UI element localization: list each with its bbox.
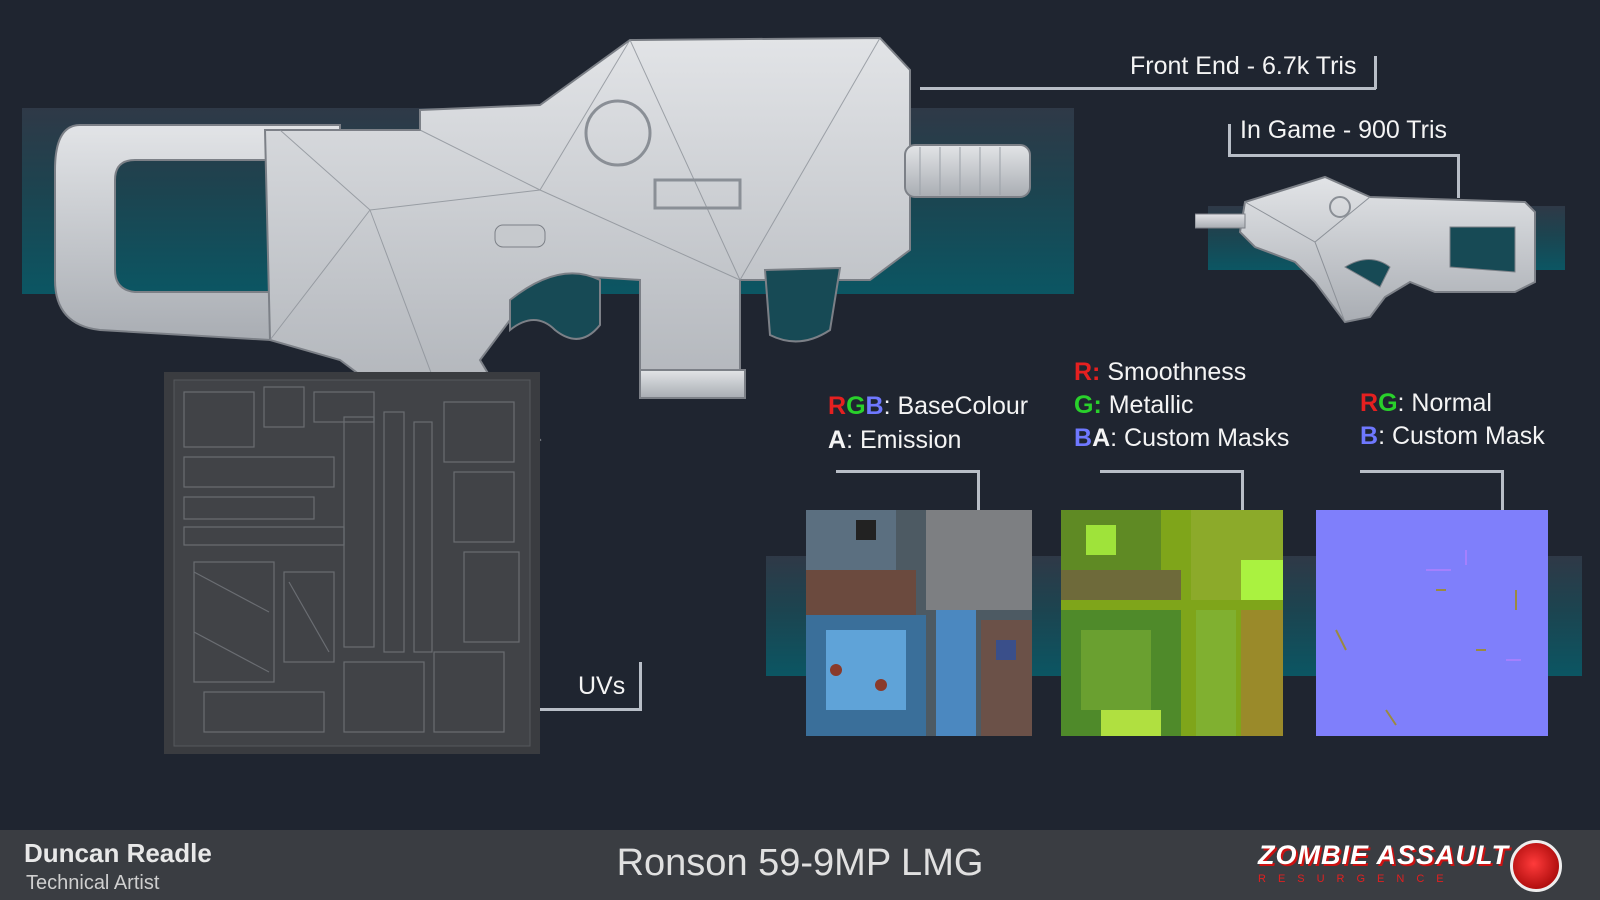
in-game-leader-bar (1228, 154, 1460, 158)
smoothness-text: Smoothness (1100, 358, 1247, 386)
in-game-leader (1228, 124, 1232, 154)
metallic-text: Metallic (1101, 391, 1194, 419)
in-game-weapon-render (1195, 175, 1536, 324)
channel-g: G (846, 392, 866, 420)
trigger-guard-cutout (509, 272, 601, 340)
normal-leader (1360, 470, 1504, 474)
emission-label: A: Emission (828, 426, 961, 455)
asset-title: Ronson 59-9MP LMG (616, 842, 984, 884)
mask-texture-map (1061, 510, 1283, 736)
game-logo-title: ZOMBIE ASSAULT (1258, 840, 1509, 870)
game-logo: ZOMBIE ASSAULT RESURGENCE (1258, 840, 1509, 896)
in-game-leader-drop (1457, 154, 1461, 198)
presentation-canvas: Front End - 6.7k Tris In Game - 900 Tris (22, 36, 1582, 754)
front-end-leader (920, 86, 1376, 90)
custom-masks-text: : Custom Masks (1110, 424, 1290, 452)
mask-leader-drop (1241, 470, 1245, 510)
front-grip-cutout (763, 266, 842, 343)
channel-r: R (828, 392, 847, 420)
channel-a: A (828, 426, 847, 454)
smoothness-label: R: Smoothness (1074, 358, 1246, 387)
mask-channel-g: G: (1074, 391, 1102, 419)
uvs-label: UVs (578, 672, 626, 700)
front-end-leader-tick (1373, 56, 1377, 89)
custom-mask-label: B: Custom Mask (1360, 422, 1545, 451)
ejection-slot (653, 178, 742, 210)
game-logo-subtitle: RESURGENCE (1258, 873, 1456, 885)
basecolour-leader-drop (977, 470, 981, 510)
artist-role: Technical Artist (26, 872, 160, 894)
front-end-label: Front End - 6.7k Tris (1130, 52, 1357, 80)
normal-text: : Normal (1397, 389, 1492, 417)
uv-layout-panel (164, 372, 540, 754)
studio-emblem-icon (1510, 840, 1562, 892)
basecolour-text: : BaseColour (883, 392, 1029, 420)
footer-bar: Duncan Readle Technical Artist Ronson 59… (0, 830, 1600, 900)
muzzle (904, 144, 1031, 198)
mask-leader (1100, 470, 1244, 474)
custom-mask-text: : Custom Mask (1378, 422, 1545, 450)
mask-channel-b: B (1074, 424, 1093, 452)
custom-masks-label: BA: Custom Masks (1074, 424, 1289, 453)
basecolour-label: RGB: BaseColour (828, 392, 1028, 421)
mask-channel-a: A (1092, 424, 1111, 452)
basecolour-texture-map (806, 510, 1032, 736)
receiver-port (584, 99, 652, 167)
in-game-label: In Game - 900 Tris (1240, 116, 1448, 144)
normal-channel-b: B (1360, 422, 1379, 450)
normal-label: RG: Normal (1360, 389, 1492, 418)
artist-name: Duncan Readle (24, 838, 212, 868)
magazine-base (639, 369, 746, 399)
uvs-leader-tick (639, 662, 643, 708)
selector-switch (494, 224, 546, 248)
normal-channel-g: G (1378, 389, 1398, 417)
uv-islands (173, 379, 531, 747)
normal-texture-map (1316, 510, 1548, 736)
uvs-leader-bar (540, 708, 642, 712)
emission-text: : Emission (846, 426, 962, 454)
metallic-label: G: Metallic (1074, 391, 1193, 420)
basecolour-leader (836, 470, 980, 474)
mask-channel-r: R: (1074, 358, 1101, 386)
normal-leader-drop (1501, 470, 1505, 510)
channel-b: B (865, 392, 884, 420)
normal-channel-r: R (1360, 389, 1379, 417)
